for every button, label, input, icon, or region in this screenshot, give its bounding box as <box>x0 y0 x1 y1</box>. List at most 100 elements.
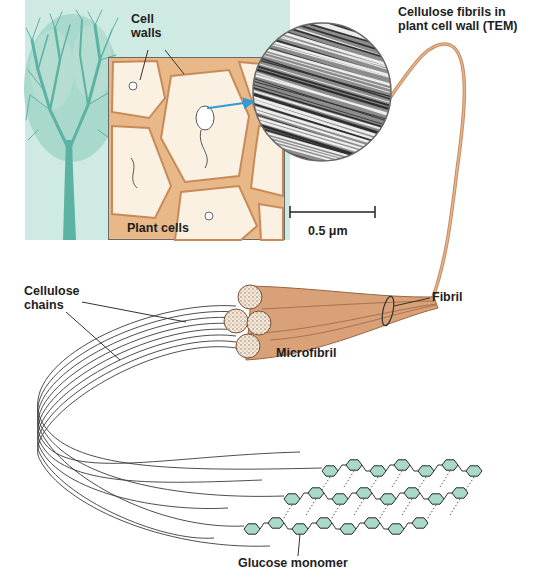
path-part <box>26 10 118 140</box>
glucose-ring <box>340 524 356 534</box>
glucose-ring <box>428 494 444 504</box>
line-part <box>394 298 430 306</box>
cellulose-chain <box>38 347 270 547</box>
glucose-ring <box>370 466 386 476</box>
path-part <box>38 35 48 70</box>
part-label: Glucose monomer <box>238 556 368 570</box>
glucose-ring <box>292 524 308 534</box>
glucose-ring <box>356 488 372 498</box>
glycosidic-link <box>338 465 346 471</box>
path-part <box>63 140 76 240</box>
tree-illustration <box>24 10 120 240</box>
glycosidic-link <box>444 493 452 499</box>
glucose-ring <box>380 494 396 504</box>
glucose-ring <box>322 466 338 476</box>
fibril-ring <box>380 295 396 326</box>
hydrogen-bond <box>354 499 364 515</box>
hydrogen-bond <box>344 471 354 487</box>
part-label: Cellulose chains <box>24 284 94 312</box>
line-part <box>66 312 120 360</box>
glucose-ring <box>452 488 468 498</box>
glycosidic-link <box>404 523 412 529</box>
hydrogen-bond <box>426 505 436 521</box>
glycosidic-link <box>434 465 442 471</box>
cellulose-chain <box>38 341 236 538</box>
path-part <box>248 304 436 334</box>
path-part <box>262 301 434 309</box>
pointer-arrow <box>207 102 253 108</box>
tem-texture <box>252 22 392 162</box>
glycosidic-link <box>386 465 394 471</box>
glucose-ring <box>332 494 348 504</box>
plant-cell <box>112 61 165 118</box>
plant-cells-label: Plant cells <box>127 221 237 235</box>
fibril-line <box>252 145 392 162</box>
glucose-ring <box>412 518 428 528</box>
circle-part <box>247 311 271 335</box>
glucose-rings-art <box>244 460 482 534</box>
edge-layer <box>207 102 253 108</box>
line-part <box>165 50 184 74</box>
fibril-line <box>252 142 392 162</box>
cellulose-chain <box>38 335 236 509</box>
line-part <box>140 50 148 80</box>
fibril-cone <box>246 286 438 360</box>
ellipse-part <box>24 14 120 162</box>
plant-cell <box>112 126 171 218</box>
glycosidic-link <box>300 493 308 499</box>
fibril-highlight <box>380 44 464 300</box>
tem-outline <box>253 23 391 161</box>
glucose-ring <box>268 518 284 528</box>
scale-bar <box>290 206 375 218</box>
circle-part <box>238 285 262 309</box>
path-part <box>80 20 88 105</box>
tem-micrograph: Cellulose fibrils in plant cell wall (TE… <box>252 22 392 162</box>
cell-walls-label: Cell walls <box>131 12 173 40</box>
glucose-ring <box>394 460 410 470</box>
glycosidic-link <box>324 493 332 499</box>
cellulose-chain <box>38 311 284 496</box>
plant-cell <box>259 204 283 240</box>
path-part <box>32 40 69 150</box>
hydrogen-bond <box>378 505 388 521</box>
line-part <box>374 206 376 218</box>
glycosidic-link <box>396 493 404 499</box>
path-part <box>100 30 112 60</box>
microfibril-caps <box>224 285 271 358</box>
fibril-line <box>252 148 392 162</box>
glycosidic-link <box>362 465 370 471</box>
fibril-strand <box>380 44 464 300</box>
scale-label: 0.5 μm <box>308 224 388 238</box>
plant-cell <box>161 70 249 182</box>
cell-nucleus <box>196 106 214 130</box>
glucose-ring <box>364 518 380 528</box>
hydrogen-bond <box>402 499 412 515</box>
hydrogen-bond <box>392 471 402 487</box>
fibril-line <box>252 113 392 160</box>
line-part <box>289 206 291 218</box>
hydrogen-bond <box>282 505 292 521</box>
cellulose-chain <box>38 317 244 526</box>
glucose-ring <box>244 524 260 534</box>
part-label: Fibril <box>432 290 492 304</box>
line-part <box>290 211 375 213</box>
glycosidic-link <box>380 523 388 529</box>
leader-lines <box>66 50 430 556</box>
glucose-ring <box>466 466 482 476</box>
tree-panel <box>25 0 290 240</box>
circle-part <box>224 309 248 333</box>
glycosidic-link <box>348 493 356 499</box>
microfibril-tubes <box>248 301 436 340</box>
fibril-line <box>252 126 392 162</box>
glucose-ring <box>404 488 420 498</box>
glucose-ring <box>308 488 324 498</box>
glucose-ring <box>388 524 404 534</box>
hydrogen-bond <box>306 499 316 515</box>
glucose-ring <box>284 494 300 504</box>
glucose-ring <box>316 518 332 528</box>
cell-detail <box>131 130 207 188</box>
